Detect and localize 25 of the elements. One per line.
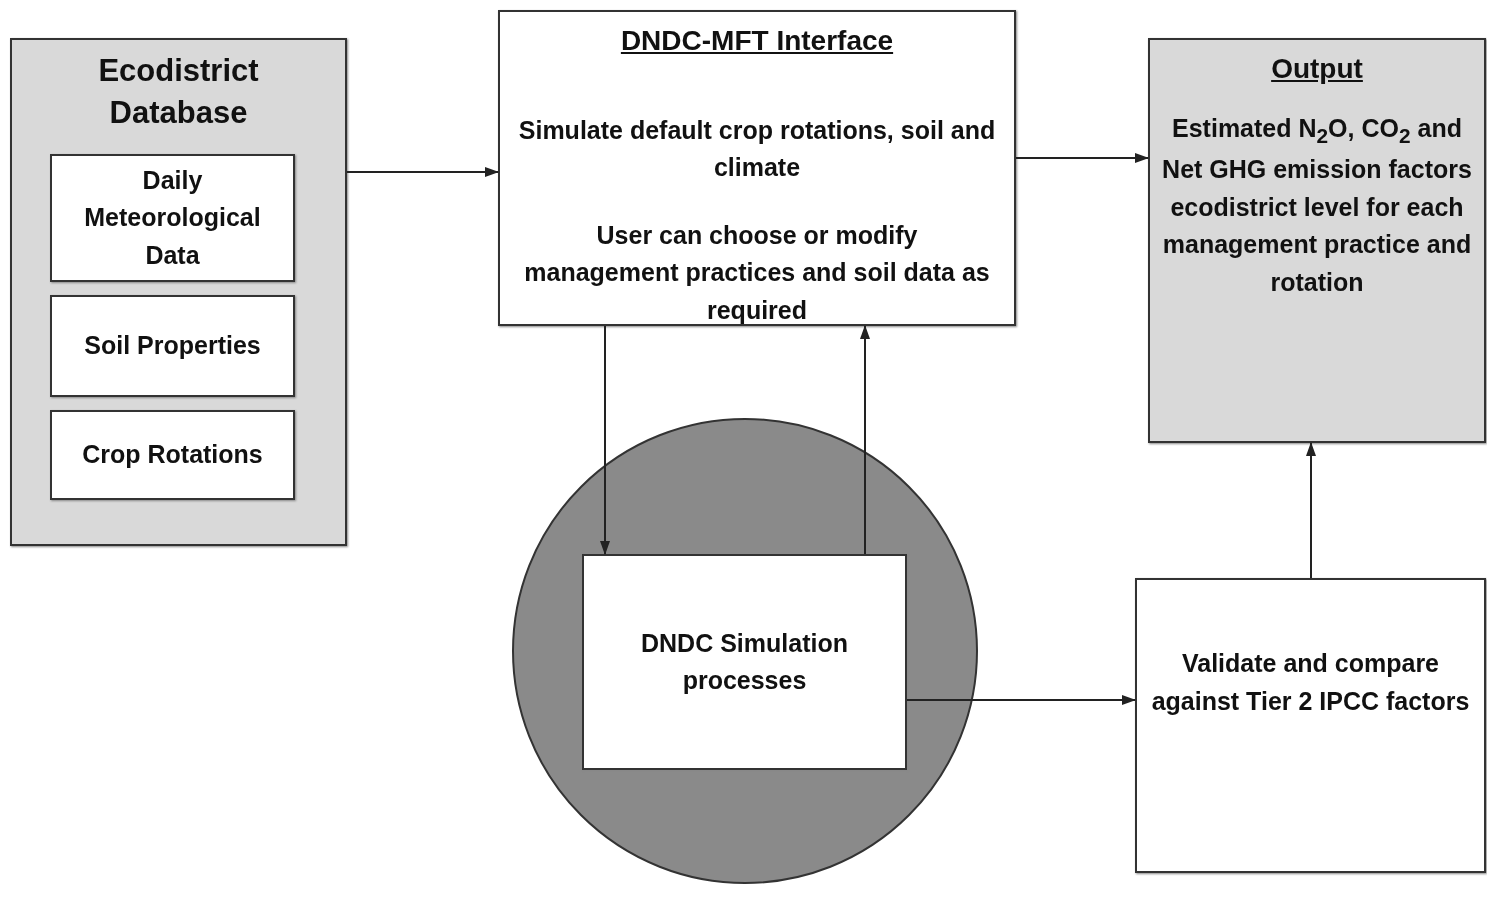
box-text: Simulate default crop rotations, soil and climate bbox=[517, 114, 997, 184]
process-box bbox=[582, 554, 907, 770]
box-text: User can choose or modify management practices and soil data as required bbox=[523, 219, 991, 326]
arrow bbox=[1306, 442, 1316, 579]
process-box bbox=[498, 10, 1016, 326]
arrow bbox=[860, 325, 870, 555]
arrow bbox=[346, 167, 499, 177]
heading: Ecodistrict Database bbox=[97, 52, 260, 132]
group-panel bbox=[10, 38, 347, 546]
arrow bbox=[1015, 153, 1149, 163]
process-box bbox=[50, 410, 295, 500]
process-box bbox=[50, 154, 295, 282]
box-text: Daily Meteorological Data bbox=[83, 164, 262, 271]
box-text: Crop Rotations bbox=[82, 439, 263, 471]
box-text: DNDC Simulation processes bbox=[640, 627, 849, 696]
process-box bbox=[1135, 578, 1486, 873]
heading: Output bbox=[1271, 52, 1363, 86]
heading: DNDC-MFT Interface bbox=[620, 24, 894, 58]
box-text: Validate and compare against Tier 2 IPCC factors bbox=[1150, 648, 1471, 717]
box-text: Estimated N$_{2}$O, CO$_{2}$ and Net GHG emission factors ecodistrict level for each management practice and rotation bbox=[1161, 112, 1473, 298]
box-text: Soil Properties bbox=[84, 330, 261, 362]
arrow bbox=[600, 325, 610, 555]
process-box bbox=[1148, 38, 1486, 443]
arrow bbox=[906, 695, 1136, 705]
process-box bbox=[50, 295, 295, 397]
